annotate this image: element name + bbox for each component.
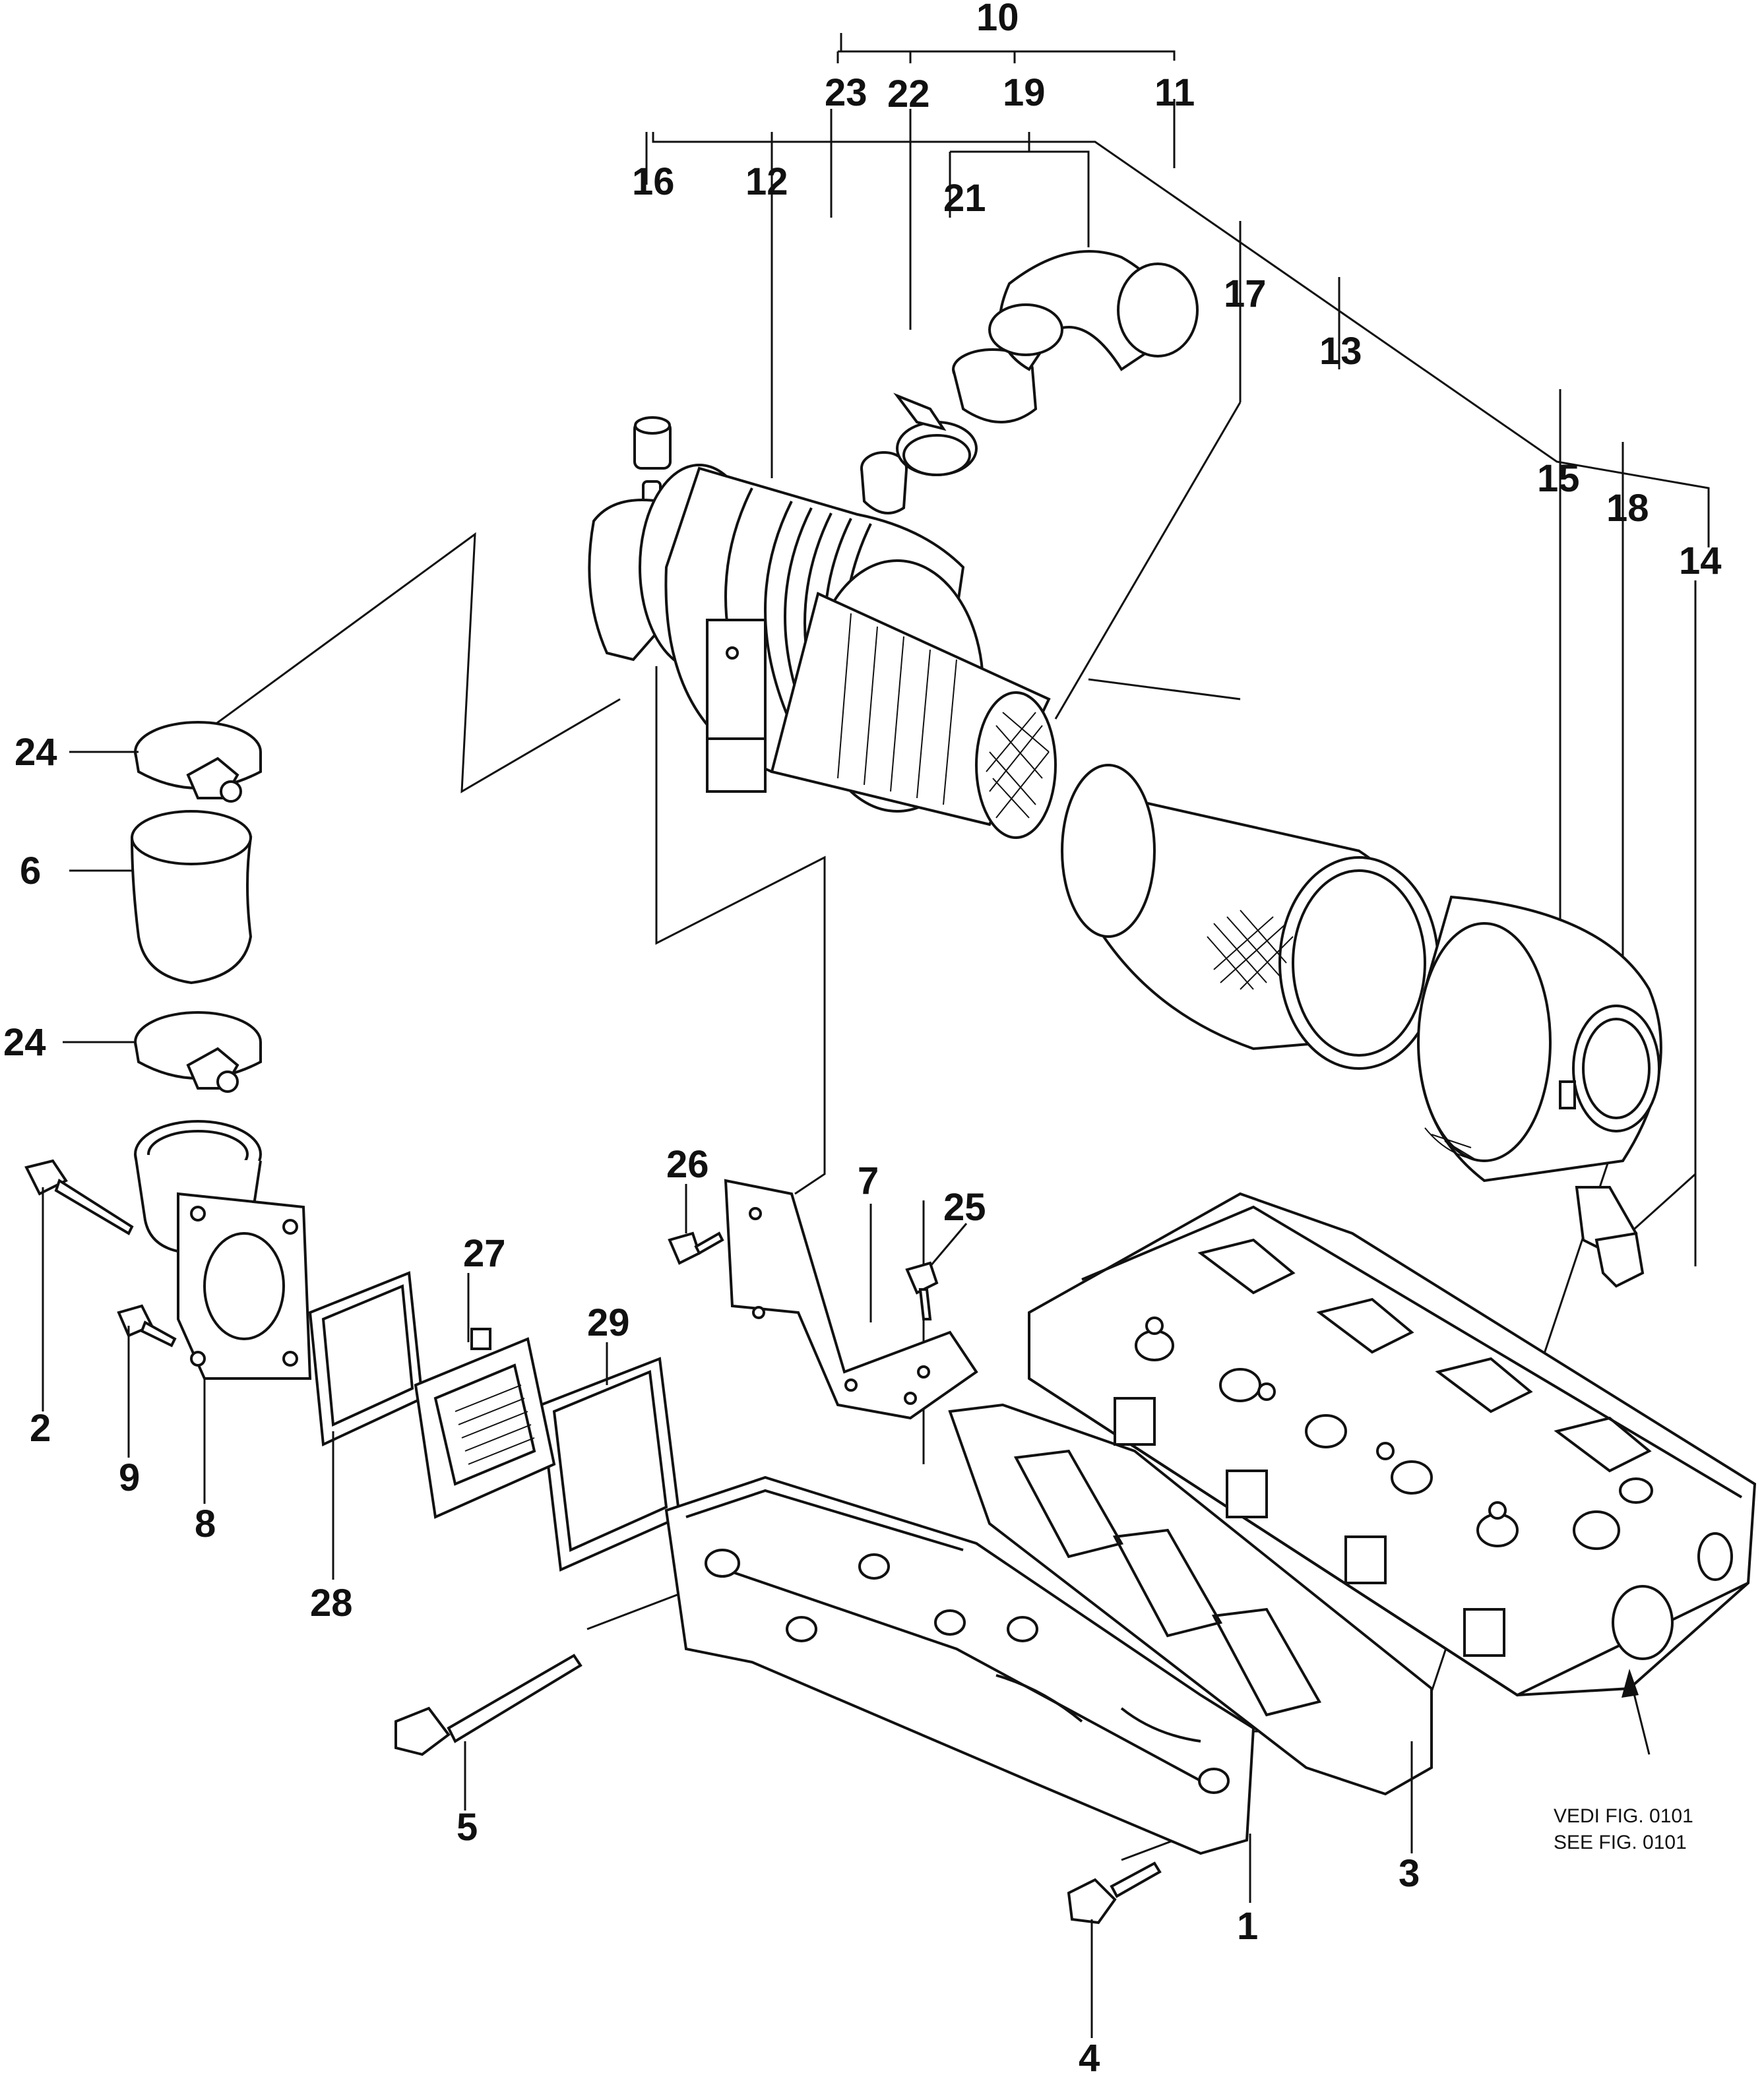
part-2-bolt xyxy=(24,1159,134,1235)
label-16: 16 xyxy=(632,160,675,203)
part-number-labels: 10 23 22 19 11 16 12 21 17 13 15 18 14 2… xyxy=(3,0,1722,2075)
label-23: 23 xyxy=(825,71,867,114)
part-7-bracket xyxy=(724,1179,978,1420)
part-6-hose xyxy=(130,810,253,985)
label-12: 12 xyxy=(745,160,788,203)
label-10: 10 xyxy=(976,0,1019,39)
part-9-bolt xyxy=(117,1304,177,1347)
part-13-filter-element xyxy=(1061,764,1439,1070)
cylinder-head xyxy=(1028,1192,1757,1697)
label-19: 19 xyxy=(1003,71,1046,114)
label-7: 7 xyxy=(858,1160,879,1202)
label-2: 2 xyxy=(30,1407,51,1450)
part-27-intake-heater xyxy=(414,1328,556,1519)
part-3-manifold-gasket xyxy=(948,1403,1433,1796)
part-24-hose-clamp-upper xyxy=(134,721,262,803)
label-18: 18 xyxy=(1606,487,1649,530)
label-1: 1 xyxy=(1237,1905,1258,1948)
part-8-inlet-elbow xyxy=(134,1120,312,1380)
reference-note-italian: VEDI FIG. 0101 xyxy=(1554,1805,1693,1827)
label-13: 13 xyxy=(1319,330,1362,373)
part-21-hose-band xyxy=(952,348,1038,423)
part-19-elbow-hose xyxy=(988,250,1199,371)
label-8: 8 xyxy=(195,1502,216,1545)
label-24-lower: 24 xyxy=(3,1021,46,1064)
part-26-bolt xyxy=(668,1231,724,1265)
label-9: 9 xyxy=(119,1456,140,1499)
part-24-hose-clamp-lower xyxy=(134,1011,262,1093)
label-21: 21 xyxy=(943,177,986,220)
label-22: 22 xyxy=(887,73,930,115)
part-1-intake-manifold xyxy=(664,1475,1255,1855)
label-5: 5 xyxy=(457,1806,478,1849)
part-14-dust-valve xyxy=(1575,1186,1645,1288)
part-4-bolt xyxy=(1067,1861,1162,1925)
label-6: 6 xyxy=(20,850,41,892)
reference-note-english: SEE FIG. 0101 xyxy=(1554,1832,1687,1853)
reference-arrow xyxy=(1622,1669,1651,1755)
label-27: 27 xyxy=(463,1232,506,1275)
part-17-inner-filter xyxy=(770,592,1057,839)
part-22-hose-clamp xyxy=(893,392,978,476)
part-29-gasket xyxy=(539,1357,681,1572)
part-25-bolt xyxy=(905,1261,939,1320)
label-25: 25 xyxy=(943,1186,986,1229)
label-29: 29 xyxy=(587,1301,630,1344)
label-3: 3 xyxy=(1399,1852,1420,1895)
label-15: 15 xyxy=(1537,457,1580,500)
label-4: 4 xyxy=(1079,2037,1100,2075)
part-23-hose-band xyxy=(860,451,908,514)
part-5-long-bolt xyxy=(394,1654,583,1756)
part-28-gasket xyxy=(308,1271,424,1447)
label-14: 14 xyxy=(1679,540,1722,582)
label-26: 26 xyxy=(666,1143,709,1186)
label-leader-lines xyxy=(42,751,1413,2038)
label-11: 11 xyxy=(1154,71,1195,114)
label-28: 28 xyxy=(310,1582,353,1625)
label-24-upper: 24 xyxy=(15,731,57,774)
label-17: 17 xyxy=(1224,272,1267,315)
assembly-bracket-lines xyxy=(645,33,1710,1266)
part-15-cleaner-cover xyxy=(1417,895,1662,1183)
